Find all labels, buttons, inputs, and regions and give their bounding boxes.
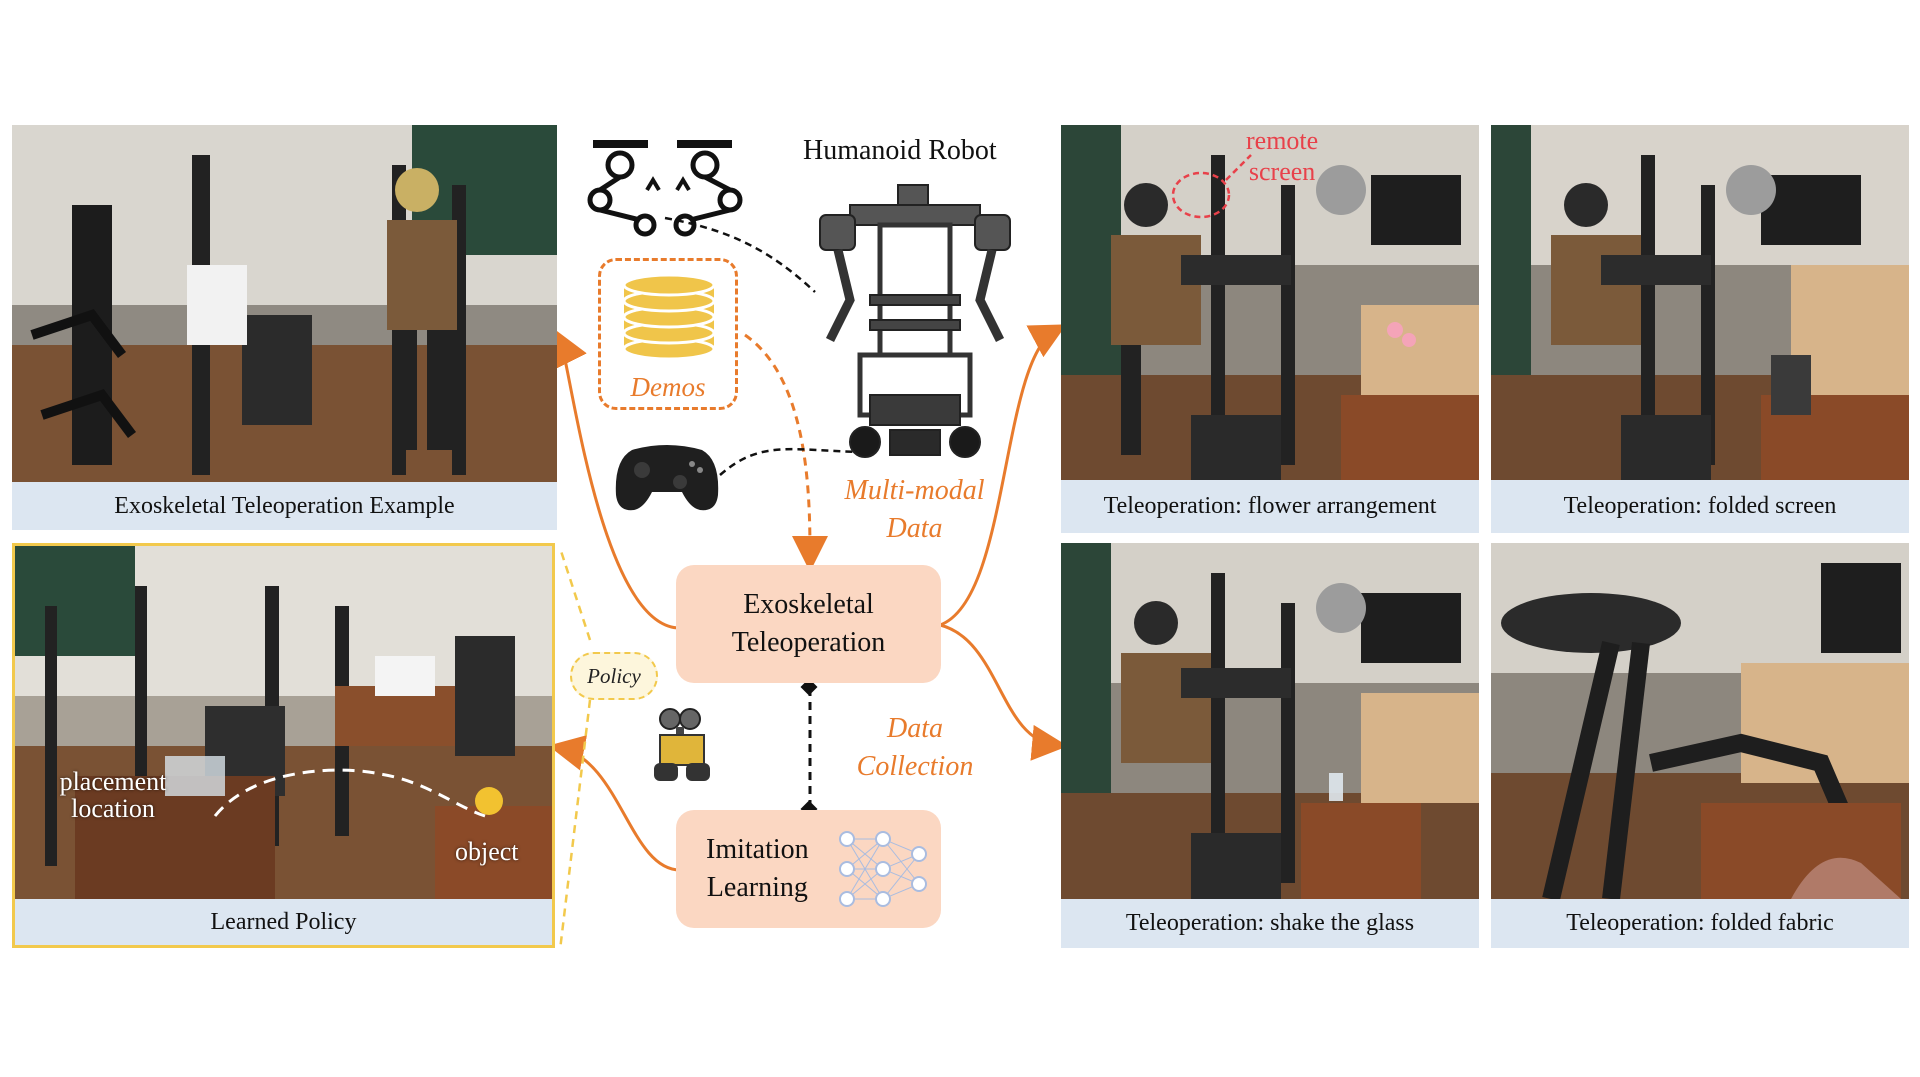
data-collection-label: Data Collection [835,710,995,786]
humanoid-robot-title: Humanoid Robot [803,135,997,166]
panel-flower-arrangement: remote screen Teleoperation: flower arra… [1061,125,1479,533]
arrow-to-learned-policy [548,735,681,872]
label-object: object [455,837,519,866]
exoskeletal-teleoperation-box: Exoskeletal Teleoperation [676,565,941,683]
multimodal-data-label: Multi-modal Data [822,472,1007,548]
arrow-to-exo-example [554,329,681,630]
imitation-line2: Learning [706,872,808,903]
multimodal-line1: Multi-modal [844,475,985,506]
folded-screen-photo [1491,125,1909,480]
dashed-demos-to-exo [744,333,828,572]
label-screen: screen [1248,157,1316,187]
shake-glass-photo [1061,543,1479,899]
panel-learned-policy: placement location object Learned Policy [12,543,555,948]
label-placement-location: placement location [59,767,167,824]
multimodal-line2: Data [886,512,943,544]
policy-bubble-label: Policy [587,663,641,688]
imitation-learning-box: Imitation Learning [676,810,941,928]
shake-glass-caption: Teleoperation: shake the glass [1061,899,1479,948]
label-remote-screen: remote screen [1246,125,1318,187]
dashed-policy-bottom [558,699,592,951]
learned-policy-photo [15,546,552,899]
data-collection-line1: Data [887,713,943,744]
arrow-to-shake-glass [939,623,1068,761]
arrow-to-flower [939,324,1067,627]
neural-network-icon [839,831,927,907]
data-collection-line2: Collection [856,750,974,782]
dashed-policy-top [558,547,592,641]
label-remote: remote [1246,126,1319,155]
learned-policy-caption: Learned Policy [15,899,552,945]
dashed-arms-to-robot [664,216,816,293]
flower-caption: Teleoperation: flower arrangement [1061,480,1479,533]
demos-box: Demos [598,258,738,410]
folded-screen-caption: Teleoperation: folded screen [1491,480,1909,533]
gamepad-icon [612,440,722,520]
ceiling-arm-icon [585,135,755,245]
exo-example-caption: Exoskeletal Teleoperation Example [12,482,557,530]
folded-fabric-caption: Teleoperation: folded fabric [1491,899,1909,948]
panel-folded-fabric: Teleoperation: folded fabric [1491,543,1909,948]
walle-robot-icon [648,705,720,792]
folded-fabric-photo [1491,543,1909,899]
database-icon [622,273,716,361]
panel-folded-screen: Teleoperation: folded screen [1491,125,1909,533]
exo-example-photo [12,125,557,482]
imitation-line1: Imitation [706,834,809,866]
panel-exo-example: Exoskeletal Teleoperation Example [12,125,557,530]
panel-shake-glass: Teleoperation: shake the glass [1061,543,1479,948]
dashed-gamepad-to-robot [719,447,861,476]
policy-bubble: Policy [570,652,658,700]
exo-line1: Exoskeletal [743,589,874,621]
demos-label: Demos [630,372,706,402]
exo-line2: Teleoperation [731,627,886,658]
flower-photo [1061,125,1479,480]
humanoid-robot-icon [810,180,1020,475]
